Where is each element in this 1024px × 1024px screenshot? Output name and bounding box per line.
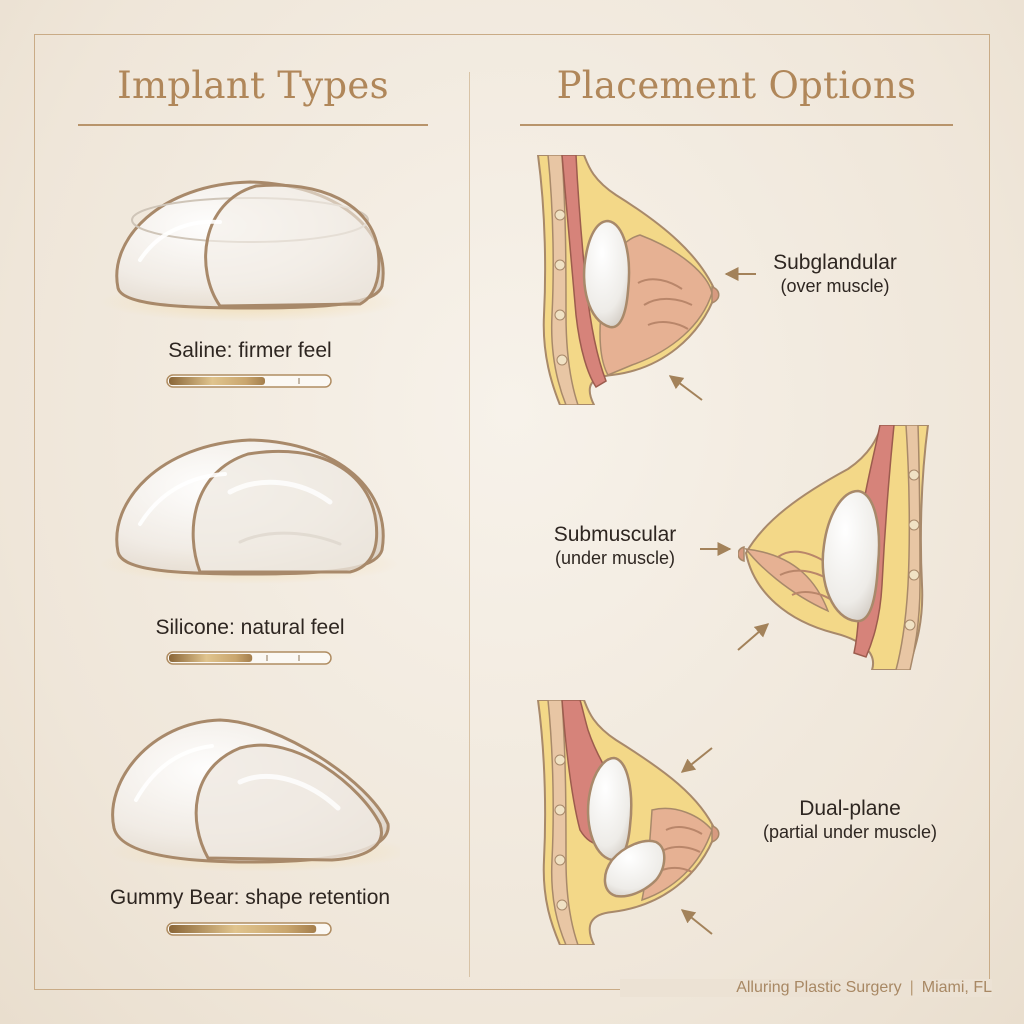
gummy-bear-label: Gummy Bear: shape retention bbox=[109, 886, 391, 909]
subglandular-cross-section-icon bbox=[536, 155, 720, 405]
column-divider bbox=[469, 72, 470, 977]
silicone-implant-icon bbox=[100, 438, 400, 584]
saline-firmness-meter bbox=[166, 374, 332, 388]
submuscular-cross-section-icon bbox=[738, 425, 930, 670]
dual-plane-subtitle: (partial under muscle) bbox=[762, 821, 938, 842]
dual-plane-title: Dual-plane bbox=[799, 797, 901, 820]
firmness-meter-fill bbox=[169, 925, 317, 933]
subglandular-title: Subglandular bbox=[773, 251, 897, 274]
subglandular-subtitle: (over muscle) bbox=[780, 275, 890, 296]
placement-options-rule bbox=[520, 124, 953, 126]
subglandular-label: Subglandular (over muscle) bbox=[760, 251, 910, 297]
footer: Alluring Plastic Surgery | Miami, FL bbox=[620, 979, 992, 997]
subglandular-fold-arrow-icon bbox=[668, 375, 703, 401]
footer-separator: | bbox=[909, 979, 914, 996]
submuscular-arrow-icon bbox=[700, 542, 732, 556]
dual-plane-cross-section-icon bbox=[536, 700, 720, 945]
frame-border bbox=[34, 34, 990, 990]
dual-plane-label: Dual-plane (partial under muscle) bbox=[740, 797, 960, 843]
saline-implant-icon bbox=[100, 180, 400, 322]
silicone-label: Silicone: natural feel bbox=[155, 616, 345, 639]
dual-plane-upper-arrow-icon bbox=[680, 747, 713, 773]
silicone-firmness-meter bbox=[166, 651, 332, 665]
saline-label: Saline: firmer feel bbox=[168, 339, 332, 362]
gummy-bear-implant-icon bbox=[110, 718, 400, 872]
submuscular-title: Submuscular bbox=[553, 523, 677, 546]
submuscular-label: Submuscular (under muscle) bbox=[535, 523, 695, 569]
gummy-bear-firmness-meter bbox=[166, 922, 332, 936]
firmness-meter-fill bbox=[169, 377, 265, 385]
firmness-meter-fill bbox=[169, 654, 253, 662]
dual-plane-lower-arrow-icon bbox=[680, 909, 713, 935]
submuscular-subtitle: (under muscle) bbox=[554, 547, 676, 568]
implant-types-heading: Implant Types bbox=[117, 64, 389, 107]
subglandular-arrow-icon bbox=[724, 267, 756, 281]
placement-options-heading: Placement Options bbox=[556, 64, 917, 107]
submuscular-fold-arrow-icon bbox=[737, 623, 770, 651]
practice-name: Alluring Plastic Surgery bbox=[736, 979, 902, 996]
implant-types-rule bbox=[78, 124, 428, 126]
practice-location: Miami, FL bbox=[921, 979, 992, 996]
